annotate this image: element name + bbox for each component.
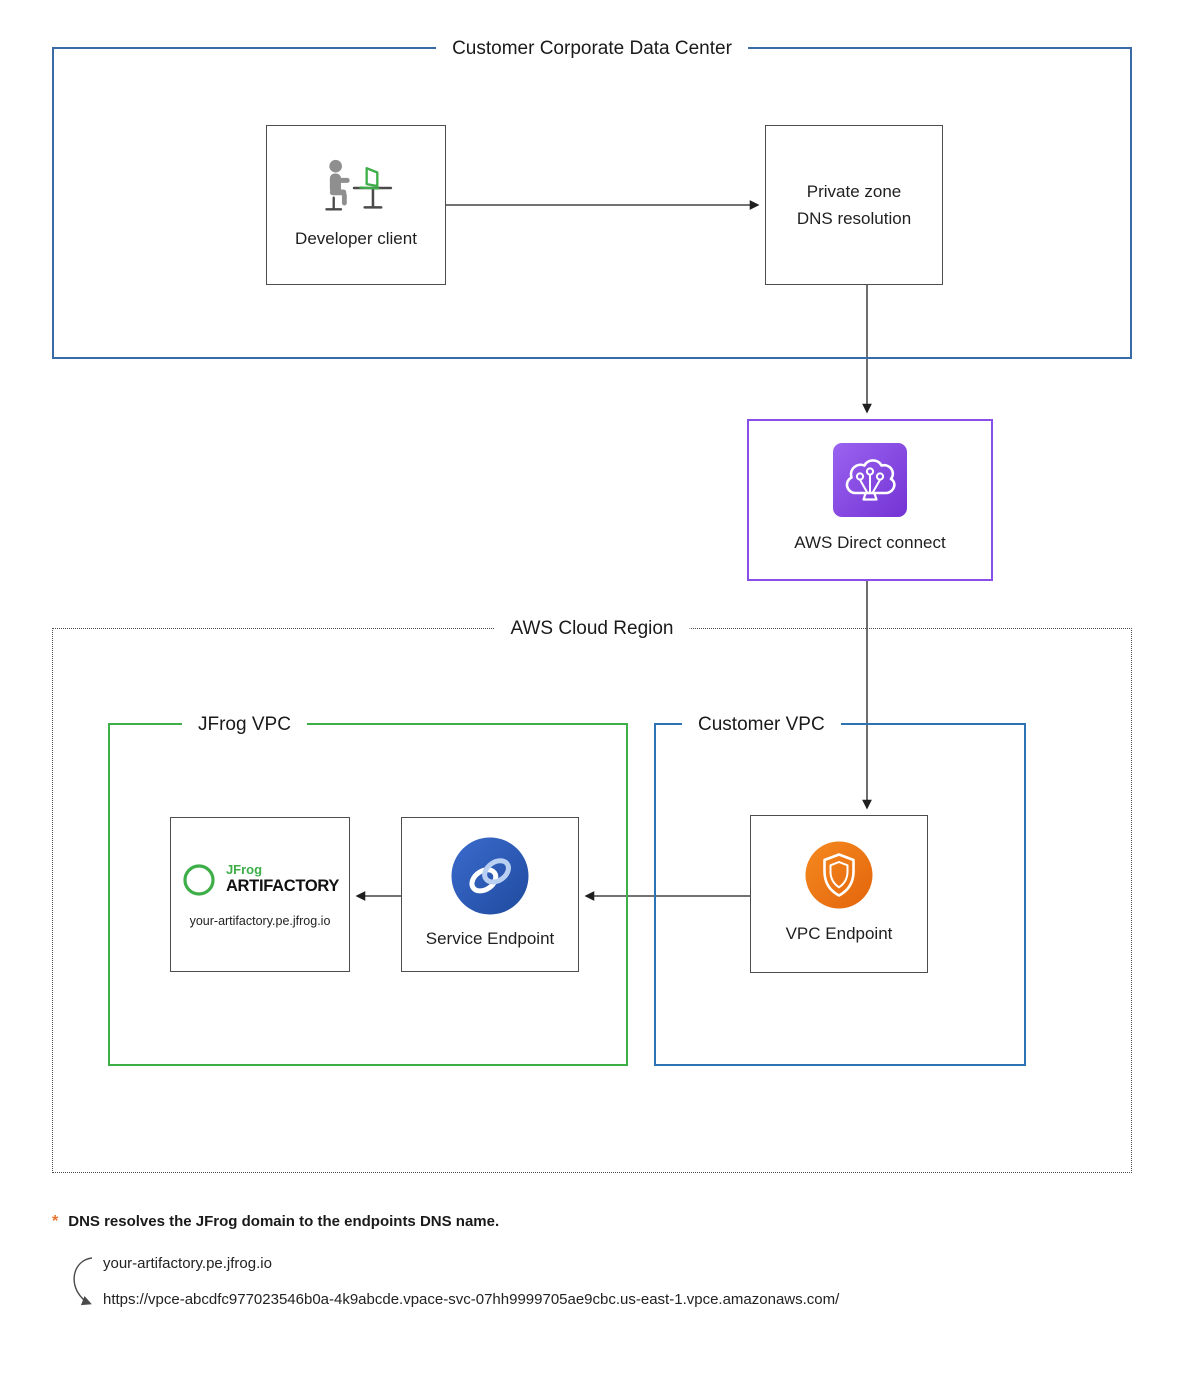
direct-connect-label: AWS Direct connect: [794, 533, 946, 553]
jfrog-vpc-title: JFrog VPC: [182, 709, 307, 740]
developer-icon: [325, 160, 393, 211]
footnote-resolve-arrow: [73, 1257, 93, 1306]
aws-direct-connect-node: AWS Direct connect: [747, 419, 993, 581]
footnote-note: * DNS resolves the JFrog domain to the en…: [52, 1213, 499, 1231]
customer-vpc-group: Customer VPC: [654, 709, 1026, 1066]
dns-resolution-label-line1: Private zone: [806, 181, 902, 201]
service-endpoint-node: Service Endpoint: [401, 817, 579, 972]
jfrog-artifactory-logo: JFrog ARTIFACTORY: [181, 862, 339, 898]
footnote-text: DNS resolves the JFrog domain to the end…: [68, 1213, 500, 1230]
footnote-domain: your-artifactory.pe.jfrog.io: [103, 1255, 272, 1272]
service-endpoint-link-icon: [451, 837, 529, 915]
dns-resolution-node: Private zone DNS resolution: [765, 125, 943, 285]
direct-connect-icon: [833, 443, 907, 518]
data-center-title: Customer Corporate Data Center: [436, 33, 748, 64]
artifactory-hostname: your-artifactory.pe.jfrog.io: [189, 913, 331, 928]
artifactory-node: JFrog ARTIFACTORY your-artifactory.pe.jf…: [170, 817, 350, 972]
vpc-endpoint-label: VPC Endpoint: [785, 923, 893, 943]
footnote-resolved-url: https://vpce-abcdfc977023546b0a-4k9abcde…: [103, 1291, 840, 1308]
customer-vpc-title: Customer VPC: [682, 709, 841, 740]
developer-client-label: Developer client: [295, 229, 417, 249]
developer-client-node: Developer client: [266, 125, 446, 285]
aws-cloud-region-group: AWS Cloud Region: [52, 613, 1132, 1173]
dns-resolution-label-line2: DNS resolution: [796, 209, 912, 228]
jfrog-brand-name: JFrog: [225, 861, 263, 877]
artifactory-product-name: ARTIFACTORY: [225, 877, 340, 896]
vpc-endpoint-shield-icon: [805, 841, 873, 909]
jfrog-vpc-group: JFrog VPC: [108, 709, 628, 1066]
direct-connect-cloud-icon: [845, 459, 896, 502]
jfrog-logo-icon: [183, 863, 215, 896]
service-endpoint-label: Service Endpoint: [425, 928, 555, 948]
artifactory-wordmark: JFrog ARTIFACTORY: [225, 861, 340, 897]
footnote-asterisk: *: [52, 1213, 59, 1230]
customer-data-center-group: Customer Corporate Data Center: [52, 33, 1132, 359]
cloud-region-title: AWS Cloud Region: [494, 613, 690, 644]
vpc-endpoint-node: VPC Endpoint: [750, 815, 928, 973]
